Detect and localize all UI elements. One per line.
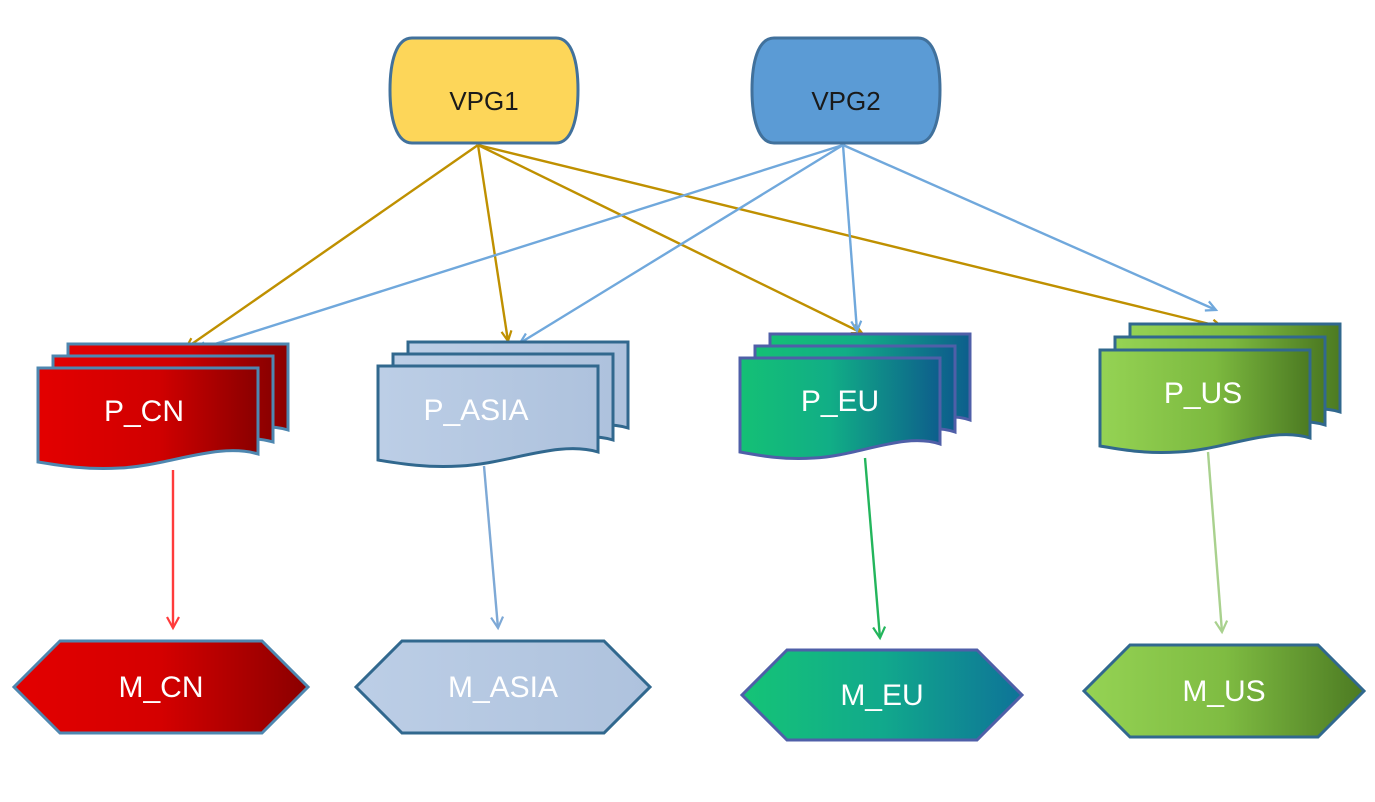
node-m_eu[interactable]: M_EU xyxy=(739,648,1025,742)
p_asia-label: P_ASIA xyxy=(423,394,528,427)
node-vpg1[interactable]: VPG1 xyxy=(388,36,580,145)
node-p_eu[interactable]: P_EU xyxy=(738,332,972,461)
node-m_asia[interactable]: M_ASIA xyxy=(353,639,653,735)
edge-vpg2-p_asia[interactable] xyxy=(517,143,844,345)
edge-vpg1-p_eu[interactable] xyxy=(477,143,865,335)
m_eu-label: M_EU xyxy=(840,679,923,712)
m_us-label: M_US xyxy=(1182,675,1265,708)
node-vpg2[interactable]: VPG2 xyxy=(750,36,942,145)
edge-vpg2-p_us[interactable] xyxy=(842,143,1219,312)
edge-group-vpg1 xyxy=(183,143,1225,350)
m_eu-shape xyxy=(739,648,1025,742)
p_us-label: P_US xyxy=(1164,377,1242,410)
edge-vpg2-p_eu[interactable] xyxy=(841,144,863,334)
m_cn-shape xyxy=(11,639,311,735)
vpg1-shape xyxy=(388,36,580,145)
edge-vpg1-p_asia[interactable] xyxy=(476,144,513,344)
p_us-doc-front xyxy=(1098,348,1312,455)
m_cn-label: M_CN xyxy=(118,671,203,704)
vpg2-label: VPG2 xyxy=(811,86,880,116)
node-p_us[interactable]: P_US xyxy=(1098,322,1342,455)
m_us-shape xyxy=(1081,643,1367,739)
p_asia-doc-front xyxy=(376,364,600,469)
edge-vpg2-p_cn[interactable] xyxy=(193,143,844,353)
vpg1-label: VPG1 xyxy=(449,86,518,116)
node-p_asia[interactable]: P_ASIA xyxy=(376,340,630,469)
edge-p_asia-m_asia[interactable] xyxy=(482,465,505,631)
p_cn-label: P_CN xyxy=(104,395,184,428)
p_eu-doc-front xyxy=(738,356,942,461)
node-m_us[interactable]: M_US xyxy=(1081,643,1367,739)
m_asia-shape xyxy=(353,639,653,735)
edge-vpg1-p_cn[interactable] xyxy=(183,144,479,350)
p_eu-label: P_EU xyxy=(801,385,879,418)
p_cn-doc-front xyxy=(36,366,260,471)
node-p_cn[interactable]: P_CN xyxy=(36,342,290,471)
edge-p_eu-m_eu[interactable] xyxy=(863,457,887,641)
node-m_cn[interactable]: M_CN xyxy=(11,639,311,735)
edge-group-replication xyxy=(166,451,1229,641)
vpg2-shape xyxy=(750,36,942,145)
edge-group-vpg2 xyxy=(193,143,1219,353)
m_asia-label: M_ASIA xyxy=(448,671,558,704)
edge-p_us-m_us[interactable] xyxy=(1206,451,1229,635)
